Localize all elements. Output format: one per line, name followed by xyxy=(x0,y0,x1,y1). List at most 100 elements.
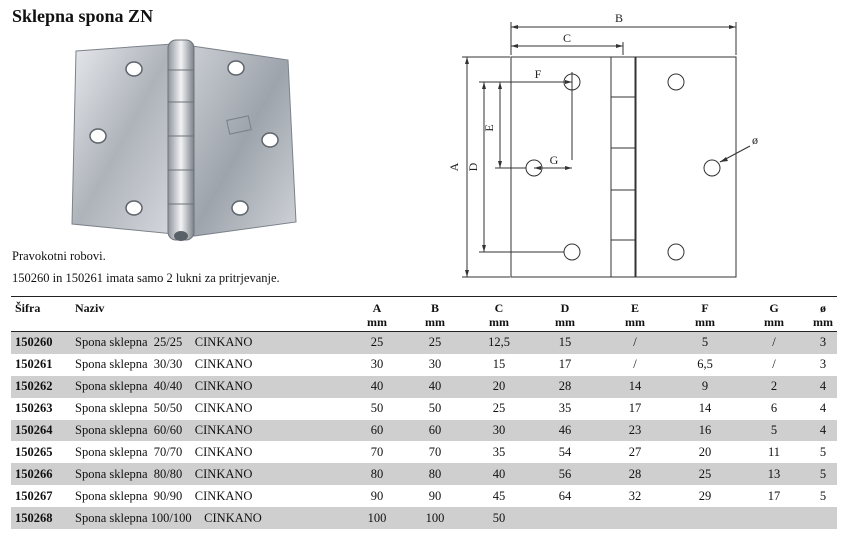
cell-value: 3 xyxy=(809,353,837,376)
cell-value: 14 xyxy=(671,397,739,420)
cell-name: Spona sklepna 30/30 CINKANO xyxy=(71,353,351,376)
cell-value: 40 xyxy=(403,375,467,398)
cell-value: 80 xyxy=(403,463,467,486)
cell-value: 23 xyxy=(599,419,671,442)
cell-name: Spona sklepna 90/90 CINKANO xyxy=(71,485,351,508)
cell-code: 150261 xyxy=(11,353,71,376)
cell-name: Spona sklepna 25/25 CINKANO xyxy=(71,331,351,354)
dim-label-e: E xyxy=(482,124,496,131)
cell-name: Spona sklepna 70/70 CINKANO xyxy=(71,441,351,464)
cell-value: 60 xyxy=(351,419,403,442)
cell-value: 80 xyxy=(351,463,403,486)
cell-value: 32 xyxy=(599,485,671,508)
cell-value: 25 xyxy=(671,463,739,486)
cell-value: 25 xyxy=(351,331,403,354)
header-name: Naziv xyxy=(71,296,351,332)
cell-value: 20 xyxy=(671,441,739,464)
cell-value: 40 xyxy=(351,375,403,398)
cell-value xyxy=(671,507,739,530)
header-code: Šifra xyxy=(11,296,71,332)
cell-value: 5 xyxy=(809,463,837,486)
cell-value xyxy=(599,507,671,530)
cell-value: / xyxy=(599,353,671,376)
cell-value xyxy=(531,507,599,530)
cell-value: / xyxy=(739,331,809,354)
cell-value: 30 xyxy=(351,353,403,376)
cell-value: 25 xyxy=(403,331,467,354)
cell-value: 15 xyxy=(531,331,599,354)
cell-code: 150264 xyxy=(11,419,71,442)
cell-value: 50 xyxy=(403,397,467,420)
cell-value: 2 xyxy=(739,375,809,398)
note-holes: 150260 in 150261 imata samo 2 lukni za p… xyxy=(12,271,280,285)
cell-value: 4 xyxy=(809,375,837,398)
cell-value: 20 xyxy=(467,375,531,398)
cell-name: Spona sklepna 80/80 CINKANO xyxy=(71,463,351,486)
cell-value: 25 xyxy=(467,397,531,420)
cell-code: 150265 xyxy=(11,441,71,464)
dim-label-b: B xyxy=(615,11,623,25)
cell-value: 29 xyxy=(671,485,739,508)
cell-value: 5 xyxy=(809,441,837,464)
cell-value: 40 xyxy=(467,463,531,486)
cell-code: 150267 xyxy=(11,485,71,508)
cell-value: 11 xyxy=(739,441,809,464)
cell-value: 64 xyxy=(531,485,599,508)
cell-value: 30 xyxy=(467,419,531,442)
cell-value: 46 xyxy=(531,419,599,442)
dim-label-c: C xyxy=(563,31,571,45)
cell-name: Spona sklepna 40/40 CINKANO xyxy=(71,375,351,398)
cell-value: 100 xyxy=(351,507,403,530)
cell-value: 35 xyxy=(467,441,531,464)
cell-name: Spona sklepna 50/50 CINKANO xyxy=(71,397,351,420)
dim-label-a: A xyxy=(447,162,461,171)
cell-name: Spona sklepna 100/100 CINKANO xyxy=(71,507,351,530)
cell-code: 150266 xyxy=(11,463,71,486)
cell-value: 45 xyxy=(467,485,531,508)
cell-value: 90 xyxy=(351,485,403,508)
cell-value: 100 xyxy=(403,507,467,530)
cell-value: 17 xyxy=(739,485,809,508)
cell-value: 4 xyxy=(809,419,837,442)
cell-value: 50 xyxy=(467,507,531,530)
cell-value: 13 xyxy=(739,463,809,486)
cell-value: 3 xyxy=(809,331,837,354)
cell-code: 150262 xyxy=(11,375,71,398)
cell-value: 16 xyxy=(671,419,739,442)
cell-value: 9 xyxy=(671,375,739,398)
cell-value: 5 xyxy=(739,419,809,442)
cell-value: 12,5 xyxy=(467,331,531,354)
cell-value: 30 xyxy=(403,353,467,376)
dim-label-diameter: ø xyxy=(752,133,758,147)
cell-value xyxy=(809,507,837,530)
cell-value: 28 xyxy=(531,375,599,398)
cell-value: / xyxy=(599,331,671,354)
cell-value: 54 xyxy=(531,441,599,464)
technical-drawing: B C A D E F G ø xyxy=(447,11,758,278)
dim-label-d: D xyxy=(466,162,480,171)
dim-label-g: G xyxy=(550,153,559,167)
cell-value: 5 xyxy=(671,331,739,354)
dim-label-f: F xyxy=(535,67,542,81)
cell-value: 60 xyxy=(403,419,467,442)
cell-value: 15 xyxy=(467,353,531,376)
cell-value: 6 xyxy=(739,397,809,420)
cell-value: 50 xyxy=(351,397,403,420)
cell-value: 5 xyxy=(809,485,837,508)
cell-value: 56 xyxy=(531,463,599,486)
cell-value: 4 xyxy=(809,397,837,420)
